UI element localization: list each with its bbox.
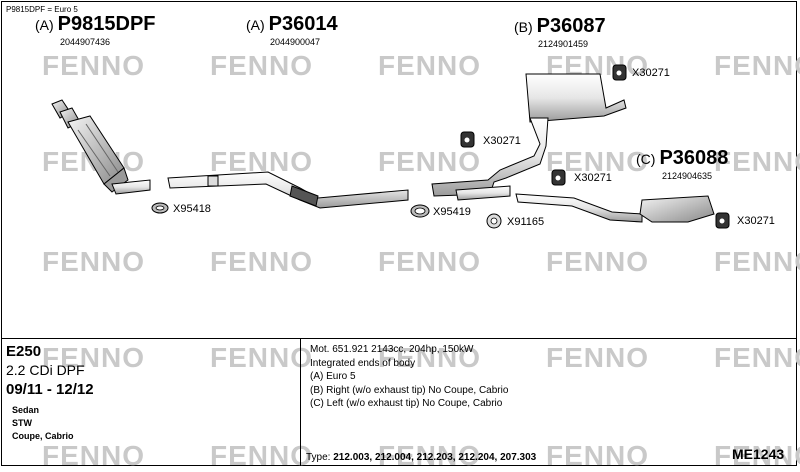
clamp-icon [151,202,169,214]
description-line: Integrated ends of body [310,357,416,369]
watermark-text: FENNO [378,342,481,373]
euro5-note: P9815DPF = Euro 5 [6,5,78,14]
part-number: P36014 [268,13,338,35]
watermark-text: FENNO [714,440,800,471]
part-variant: (A) [35,17,54,33]
accessory-label[interactable]: X95418 [173,203,211,215]
oem-number: 2124901459 [538,39,589,49]
oem-number: 2124904635 [662,171,713,181]
watermark-text: FENNO [42,342,145,373]
oem-number: 2044900047 [270,37,321,47]
watermark-text: FENNO [546,440,649,471]
rubber-hanger-icon [715,212,730,229]
diagram-code: ME1243 [732,446,785,462]
dpf-part[interactable] [51,99,151,195]
body-type: STW [12,418,32,428]
watermark-text: FENNO [210,146,313,177]
intermediate-pipe-part[interactable] [167,171,409,209]
part-number: P9815DPF [57,13,156,35]
watermark-text: FENNO [210,342,313,373]
part-number: P36088 [659,147,729,169]
watermark-text: FENNO [546,342,649,373]
watermark-text: FENNO [42,246,145,277]
vehicle-types: Type: 212.003, 212.004, 212.203, 212.204… [306,452,536,463]
accessory-label[interactable]: X30271 [574,172,612,184]
accessory-label[interactable]: X95419 [433,206,471,218]
vehicle-years: 09/11 - 12/12 [6,381,94,398]
description: Mot. 651.921 2143cc, 204hp, 150kW Integr… [310,343,508,411]
rubber-hanger-icon [551,169,566,186]
types-label: Type: [306,452,331,463]
body-type: Coupe, Cabrio [12,431,74,441]
body-type: Sedan [12,405,40,415]
part-label-rear-right[interactable]: (B)P36087 [514,15,606,38]
watermark-text: FENNO [210,246,313,277]
vehicle-engine: 2.2 CDi DPF [6,362,85,378]
accessory-label[interactable]: X91165 [507,216,545,228]
body-types: Sedan STW Coupe, Cabrio [12,404,74,443]
accessory-label[interactable]: X30271 [737,215,775,227]
accessory-label[interactable]: X30271 [483,135,521,147]
watermark-text: FENNO [714,342,800,373]
description-line: (B) Right (w/o exhaust tip) No Coupe, Ca… [310,384,509,396]
watermark-text: FENNO [378,50,481,81]
watermark-text: FENNO [714,246,800,277]
watermark-text: FENNO [378,440,481,471]
part-label-rear-left[interactable]: (C)P36088 [636,147,728,170]
watermark-text: FENNO [210,50,313,81]
types-value: 212.003, 212.004, 212.203, 212.204, 207.… [333,452,537,463]
gasket-ring-icon [486,213,502,229]
part-label-dpf[interactable]: (A)P9815DPF [35,13,156,36]
watermark-text: FENNO [378,146,481,177]
watermark-text: FENNO [714,146,800,177]
part-number: P36087 [536,15,606,37]
accessory-label[interactable]: X30271 [632,67,670,79]
part-variant: (B) [514,19,533,35]
clamp-icon [410,204,430,218]
rubber-hanger-icon [460,131,475,148]
oem-number: 2044907436 [60,37,111,47]
part-variant: (C) [636,151,656,167]
description-line: Mot. 651.921 2143cc, 204hp, 150kW [310,344,474,355]
watermark-text: FENNO [42,440,145,471]
rear-silencer-left-part[interactable] [515,193,715,223]
rear-silencer-right-part[interactable] [431,73,627,201]
exhaust-diagram [51,64,730,229]
watermark-text: FENNO [546,246,649,277]
vehicle-model: E250 [6,343,42,360]
info-divider [1,338,797,339]
description-line: (C) Left (w/o exhaust tip) No Coupe, Cab… [310,398,503,409]
rubber-hanger-icon [612,64,627,81]
watermark-text: FENNO [42,50,145,81]
watermark-text: FENNO [378,246,481,277]
description-line: (A) Euro 5 [310,371,356,382]
part-label-intermediate[interactable]: (A)P36014 [246,13,338,36]
watermark-text: FENNO [714,50,800,81]
part-variant: (A) [246,17,265,33]
info-divider [300,338,301,466]
watermark-text: FENNO [210,440,313,471]
